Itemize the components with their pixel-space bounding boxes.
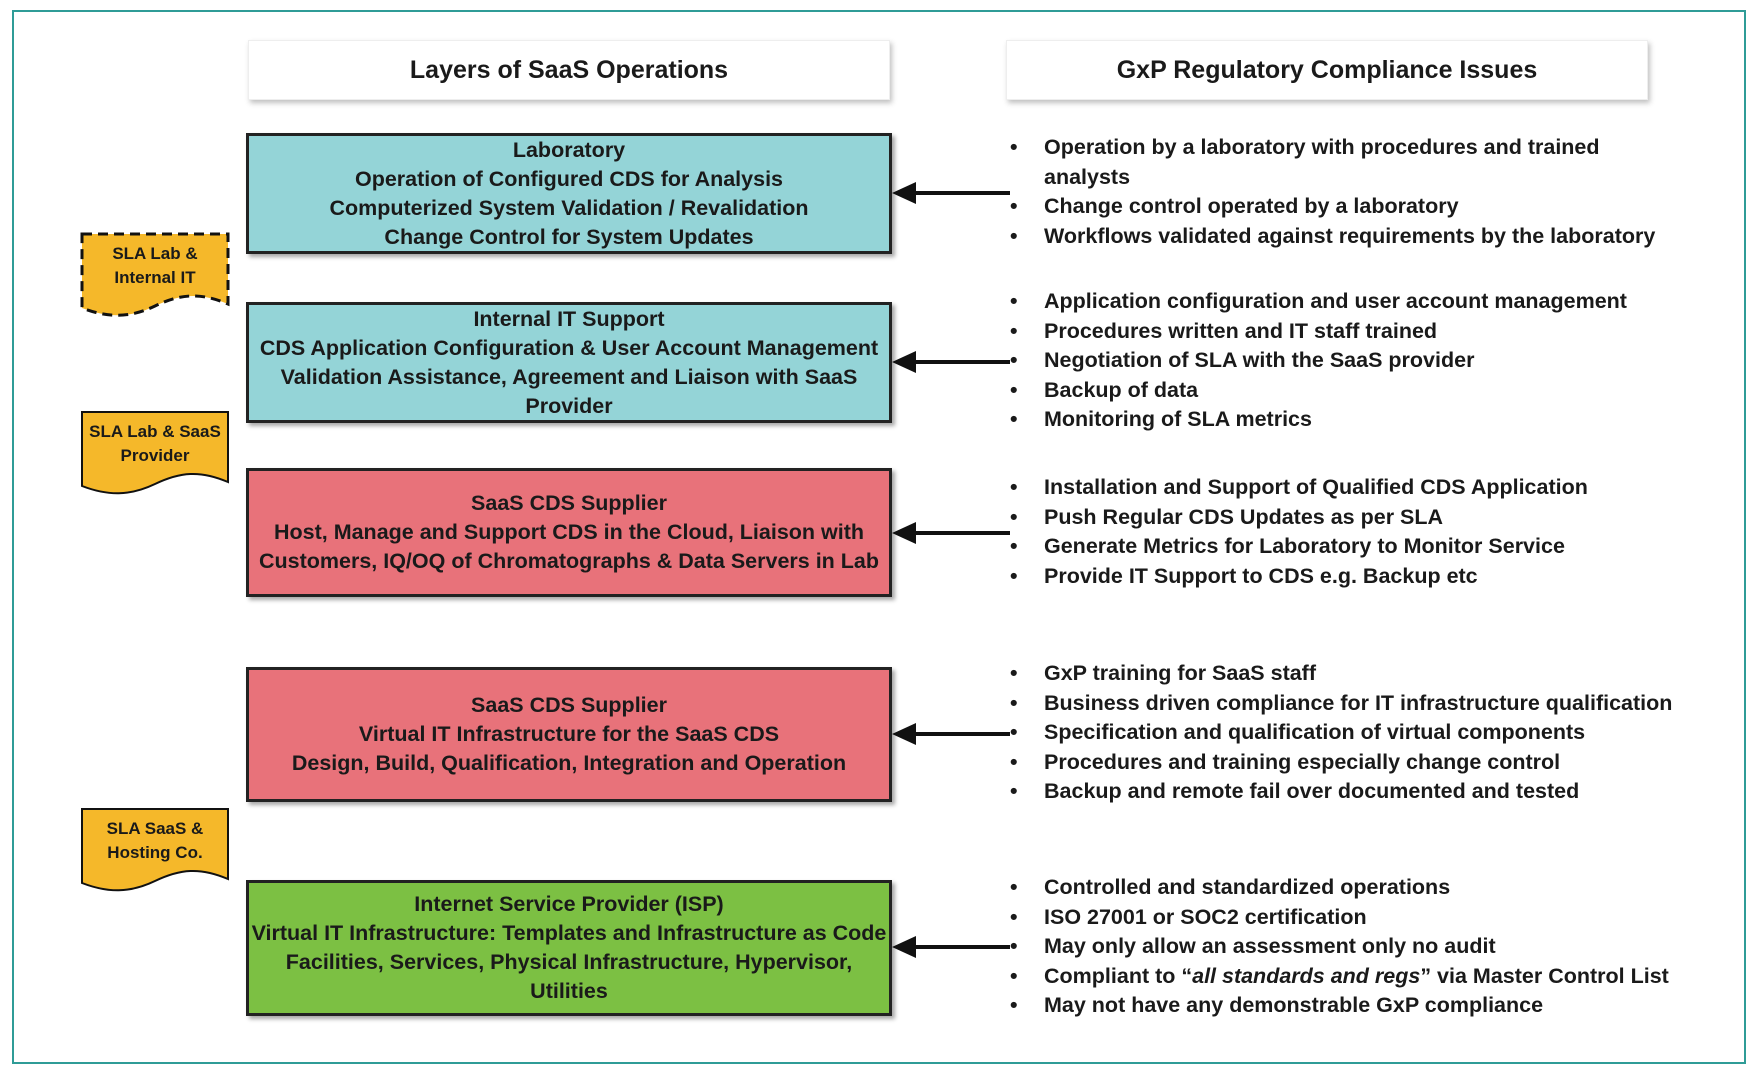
layer-line: Validation Assistance, Agreement and Lia…	[280, 364, 858, 389]
document-shape-icon	[81, 808, 229, 892]
list-item: Specification and qualification of virtu…	[1010, 718, 1730, 748]
list-item: Procedures and training especially chang…	[1010, 748, 1730, 778]
list-item: Compliant to “all standards and regs” vi…	[1010, 962, 1730, 992]
layer-line: Provider	[525, 393, 613, 418]
list-item: Installation and Support of Qualified CD…	[1010, 473, 1710, 503]
list-item: Provide IT Support to CDS e.g. Backup et…	[1010, 562, 1710, 592]
list-item: Backup and remote fail over documented a…	[1010, 777, 1730, 807]
issues-list-internal-it: Application configuration and user accou…	[1010, 287, 1710, 435]
layer-line: Change Control for System Updates	[384, 224, 754, 249]
left-column-header: Layers of SaaS Operations	[248, 40, 890, 100]
layer-line: Virtual IT Infrastructure for the SaaS C…	[358, 722, 780, 746]
list-item: Backup of data	[1010, 376, 1710, 406]
layer-line: Computerized System Validation / Revalid…	[329, 195, 809, 220]
layer-line: CDS Application Configuration & User Acc…	[259, 335, 879, 360]
layer-isp: Internet Service Provider (ISP) Virtual …	[246, 880, 892, 1016]
issues-list-saas-infrastructure: GxP training for SaaS staff Business dri…	[1010, 659, 1730, 807]
issues-list-laboratory: Operation by a laboratory with procedure…	[1010, 133, 1670, 251]
sla-label-line: Internal IT	[114, 268, 196, 287]
list-item: Negotiation of SLA with the SaaS provide…	[1010, 346, 1710, 376]
list-item: Procedures written and IT staff trained	[1010, 317, 1710, 347]
layer-line: Customers, IQ/OQ of Chromatographs & Dat…	[258, 549, 880, 573]
layer-saas-supplier-application: SaaS CDS Supplier Host, Manage and Suppo…	[246, 468, 892, 597]
sla-label-line: SLA SaaS &	[106, 819, 204, 838]
layer-saas-supplier-infrastructure: SaaS CDS Supplier Virtual IT Infrastruct…	[246, 667, 892, 802]
list-item: May not have any demonstrable GxP compli…	[1010, 991, 1730, 1021]
sla-label-line: SLA Lab & SaaS	[89, 422, 221, 441]
list-item: Workflows validated against requirements…	[1010, 222, 1670, 252]
document-shape-icon	[81, 411, 229, 495]
list-item: ISO 27001 or SOC2 certification	[1010, 903, 1730, 933]
list-item: Operation by a laboratory with procedure…	[1010, 133, 1670, 192]
layer-line: Operation of Configured CDS for Analysis	[354, 166, 784, 191]
list-item: Business driven compliance for IT infras…	[1010, 689, 1730, 719]
list-item: Push Regular CDS Updates as per SLA	[1010, 503, 1710, 533]
sla-label-line: Hosting Co.	[107, 843, 203, 862]
layer-line: SaaS CDS Supplier	[471, 693, 667, 717]
sla-document-lab-saas-provider: SLA Lab & SaaS Provider	[80, 410, 230, 502]
list-item: Generate Metrics for Laboratory to Monit…	[1010, 532, 1710, 562]
layer-line: Internet Service Provider (ISP)	[414, 892, 724, 916]
arrow-left-icon	[892, 936, 1010, 958]
arrow-left-icon	[892, 723, 1010, 745]
layer-line: Internal IT Support	[473, 306, 665, 331]
sla-document-lab-internal-it: SLA Lab & Internal IT	[80, 232, 230, 324]
layer-line: Host, Manage and Support CDS in the Clou…	[273, 520, 865, 544]
list-item: GxP training for SaaS staff	[1010, 659, 1730, 689]
sla-document-saas-hosting: SLA SaaS & Hosting Co.	[80, 807, 230, 899]
layer-line: Design, Build, Qualification, Integratio…	[291, 751, 847, 775]
arrow-left-icon	[892, 182, 1010, 204]
diagram-frame	[12, 10, 1746, 1064]
issues-list-isp: Controlled and standardized operations I…	[1010, 873, 1730, 1021]
list-item: Change control operated by a laboratory	[1010, 192, 1670, 222]
document-shape-icon	[80, 232, 230, 317]
list-item: May only allow an assessment only no aud…	[1010, 932, 1730, 962]
layer-line: Facilities, Services, Physical Infrastru…	[285, 950, 853, 1003]
issues-list-saas-application: Installation and Support of Qualified CD…	[1010, 473, 1710, 591]
right-column-header: GxP Regulatory Compliance Issues	[1006, 40, 1648, 100]
layer-line: Laboratory	[512, 137, 626, 162]
sla-label-line: Provider	[120, 446, 190, 465]
layer-laboratory: Laboratory Operation of Configured CDS f…	[246, 133, 892, 254]
sla-label-line: SLA Lab &	[112, 244, 198, 263]
arrow-left-icon	[892, 351, 1010, 373]
layer-internal-it: Internal IT Support CDS Application Conf…	[246, 302, 892, 423]
list-item: Application configuration and user accou…	[1010, 287, 1710, 317]
list-item: Controlled and standardized operations	[1010, 873, 1730, 903]
list-item: Monitoring of SLA metrics	[1010, 405, 1710, 435]
arrow-left-icon	[892, 522, 1010, 544]
layer-line: SaaS CDS Supplier	[471, 491, 667, 515]
layer-line: Virtual IT Infrastructure: Templates and…	[251, 921, 887, 945]
emphasis-text: all standards and regs	[1192, 963, 1421, 988]
